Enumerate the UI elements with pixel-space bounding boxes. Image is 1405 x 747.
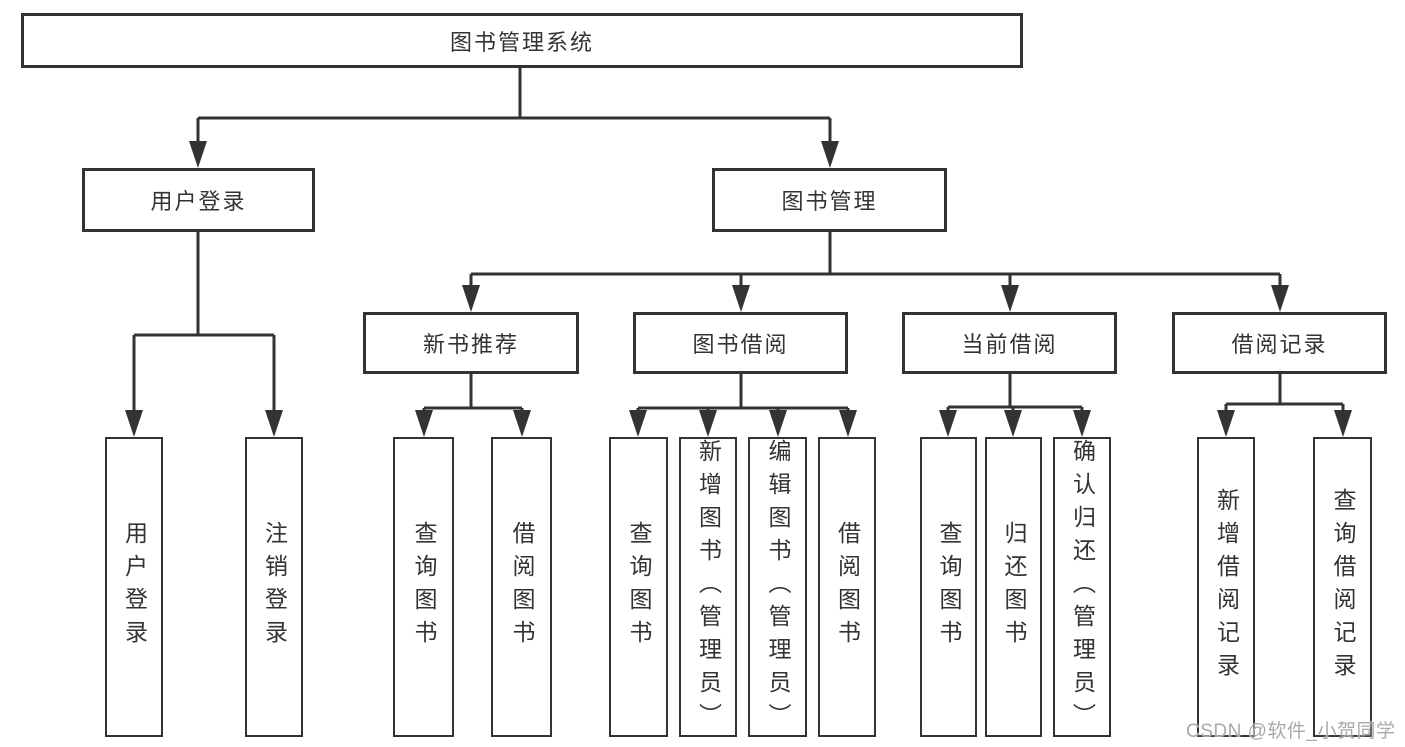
leaf-logout: 注销登录 <box>245 437 303 737</box>
leaf-borrowing-edit-books-admin-label: 编辑图书（管理员） <box>765 438 791 736</box>
node-new-book-recommend-label: 新书推荐 <box>422 332 519 357</box>
leaf-current-confirm-return-admin: 确认归还（管理员） <box>1053 437 1111 737</box>
leaf-current-confirm-return-admin-label: 确认归还（管理员） <box>1069 438 1096 736</box>
leaf-current-query-books-label: 查询图书 <box>936 521 962 653</box>
leaf-borrowing-add-books-admin-label: 新增图书（管理员） <box>695 438 722 736</box>
leaf-records-query-record: 查询借阅记录 <box>1313 437 1372 737</box>
leaf-borrowing-add-books-admin: 新增图书（管理员） <box>679 437 737 737</box>
node-user-login: 用户登录 <box>82 168 315 232</box>
csdn-watermark: CSDN @软件_小贺同学 <box>1186 721 1396 742</box>
leaf-records-add-record-label: 新增借阅记录 <box>1213 488 1240 686</box>
leaf-current-query-books: 查询图书 <box>920 437 977 737</box>
leaf-borrowing-borrow-books-label: 借阅图书 <box>834 521 861 653</box>
leaf-recommend-query-books: 查询图书 <box>393 437 454 737</box>
leaf-user-login: 用户登录 <box>105 437 163 737</box>
node-book-borrowing: 图书借阅 <box>633 312 848 374</box>
node-book-management: 图书管理 <box>712 168 947 232</box>
node-book-borrowing-label: 图书借阅 <box>692 332 789 357</box>
node-library-system: 图书管理系统 <box>21 13 1023 68</box>
leaf-borrowing-query-books: 查询图书 <box>609 437 668 737</box>
leaf-records-add-record: 新增借阅记录 <box>1197 437 1255 737</box>
node-borrowing-records: 借阅记录 <box>1172 312 1387 374</box>
node-current-borrowing-label: 当前借阅 <box>961 332 1058 357</box>
node-book-management-label: 图书管理 <box>781 189 878 214</box>
node-current-borrowing: 当前借阅 <box>902 312 1117 374</box>
leaf-current-return-books: 归还图书 <box>985 437 1042 737</box>
leaf-borrowing-query-books-label: 查询图书 <box>626 521 652 653</box>
leaf-recommend-borrow-books: 借阅图书 <box>491 437 552 737</box>
leaf-records-query-record-label: 查询借阅记录 <box>1330 488 1356 686</box>
leaf-recommend-borrow-books-label: 借阅图书 <box>509 521 535 653</box>
leaf-logout-label: 注销登录 <box>261 521 288 653</box>
leaf-current-return-books-label: 归还图书 <box>1001 521 1027 653</box>
arrowheads <box>125 141 1352 437</box>
node-user-login-label: 用户登录 <box>150 189 247 214</box>
leaf-borrowing-borrow-books: 借阅图书 <box>818 437 876 737</box>
leaf-borrowing-edit-books-admin: 编辑图书（管理员） <box>748 437 807 737</box>
node-new-book-recommend: 新书推荐 <box>363 312 579 374</box>
node-library-system-label: 图书管理系统 <box>449 29 594 55</box>
node-borrowing-records-label: 借阅记录 <box>1231 332 1328 357</box>
leaf-recommend-query-books-label: 查询图书 <box>411 521 437 653</box>
leaf-user-login-label: 用户登录 <box>121 521 148 653</box>
